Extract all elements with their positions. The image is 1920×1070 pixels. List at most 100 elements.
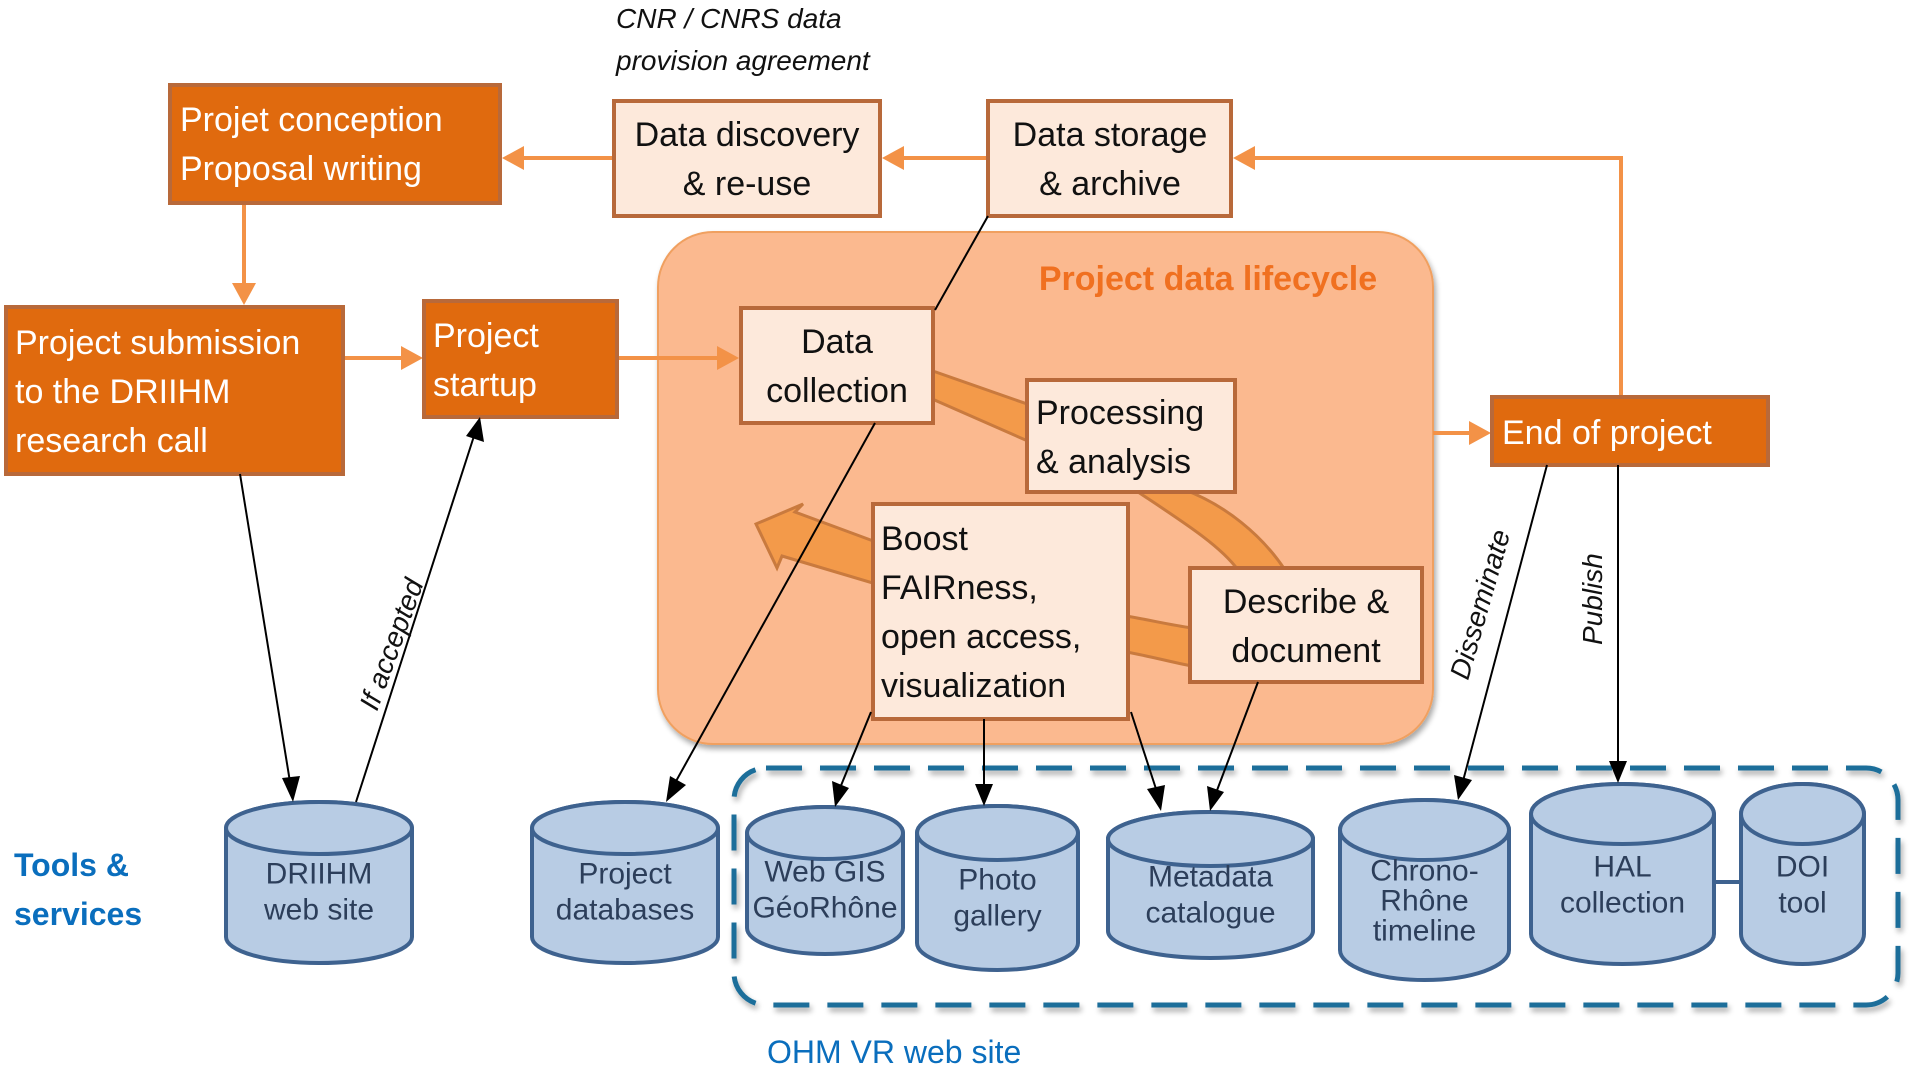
data-provision-agreement-note: CNR / CNRS data provision agreement (615, 3, 871, 76)
box-label-line: research call (15, 422, 208, 460)
link-submission-to-driihm (239, 473, 291, 783)
box-project-conception: Projet conception Proposal writing (168, 83, 502, 205)
arrowhead-icon (401, 346, 423, 370)
cylinder-lid (1106, 810, 1315, 868)
cylinder-lid (530, 800, 720, 856)
note-line-1: CNR / CNRS data (616, 3, 842, 34)
cylinder-lid (224, 800, 414, 856)
flow-end-to-storage (1252, 156, 1623, 397)
note-line-2: provision agreement (615, 45, 871, 76)
ohm-vr-dashed-border (731, 765, 1901, 1008)
tools-services-label: Tools & services (14, 847, 142, 932)
box-shape (422, 299, 619, 419)
box-shape (986, 99, 1233, 218)
arrowhead-icon (882, 146, 904, 170)
arrowhead-icon (717, 346, 739, 370)
box-label-line: Data storage (1013, 116, 1208, 154)
tool-label-line: GéoRhône (752, 892, 897, 925)
arrowhead-icon (1207, 786, 1224, 811)
link-boost-to-metadata (1130, 711, 1158, 793)
step-label-line: Boost (881, 520, 968, 558)
tool-label-line: Project (578, 858, 672, 891)
link-describe-to-metadata (1215, 681, 1259, 794)
step-label-line: Describe & (1223, 583, 1390, 621)
step-label-line: Data (801, 323, 873, 361)
ohm-vr-website-group: OHM VR web site (731, 765, 1901, 1070)
arrowhead-icon (1469, 421, 1491, 445)
box-shape (1188, 566, 1424, 684)
arrowhead-icon (1233, 146, 1255, 170)
step-label-line: & analysis (1036, 443, 1191, 481)
step-processing-analysis: Processing & analysis (1025, 378, 1237, 494)
box-label-line: & re-use (683, 165, 812, 203)
box-shape (1490, 395, 1770, 467)
tool-label-line: Rhône (1380, 885, 1468, 918)
step-describe-document: Describe & document (1188, 566, 1424, 684)
box-label-line: End of project (1502, 414, 1712, 452)
tool-label-line: DRIIHM (266, 858, 373, 891)
tool-label-line: timeline (1373, 915, 1476, 948)
cylinder-lid (745, 805, 905, 861)
lifecycle-title: Project data lifecycle (1039, 260, 1377, 298)
cylinder-lid (1739, 782, 1866, 846)
box-label-line: Project (433, 317, 539, 355)
cylinder-lid (1338, 798, 1511, 862)
step-label-line: open access, (881, 618, 1081, 656)
step-label-line: Processing (1036, 394, 1204, 432)
arrowhead-icon (502, 146, 524, 170)
arrowhead-icon (666, 776, 686, 802)
arrowhead-icon (1147, 785, 1165, 811)
tool-label-line: databases (556, 894, 694, 927)
box-shape (4, 305, 345, 476)
tools-label-line: services (14, 896, 142, 932)
step-label-line: FAIRness, (881, 569, 1038, 607)
tool-label-line: gallery (953, 899, 1041, 932)
tool-label-line: catalogue (1145, 896, 1275, 929)
arrowhead-icon (1609, 761, 1627, 783)
box-shape (1025, 378, 1237, 494)
arrowhead-icon (282, 776, 300, 802)
box-shape (612, 99, 882, 218)
arrowhead-icon (832, 781, 849, 807)
box-shape (168, 83, 502, 205)
step-label-line: document (1231, 632, 1381, 670)
band-boost-outward-head (753, 502, 878, 587)
ohm-vr-label: OHM VR web site (767, 1034, 1021, 1070)
tool-label-line: Web GIS (764, 856, 885, 889)
tool-label-line: HAL (1593, 851, 1651, 884)
box-shape (871, 502, 1130, 721)
box-label-line: & archive (1039, 165, 1181, 203)
arrowhead-icon (466, 417, 484, 442)
cylinder-lid (1529, 782, 1716, 846)
tool-label-line: Chrono- (1370, 855, 1478, 888)
box-data-storage: Data storage & archive (986, 99, 1233, 218)
lifecycle-cycle-arrow (753, 367, 1288, 668)
box-project-startup: Project startup (422, 299, 619, 419)
arrowhead-icon (232, 283, 256, 305)
tool-label-line: collection (1560, 887, 1685, 920)
tool-label-line: Metadata (1148, 860, 1273, 893)
step-label-line: collection (766, 372, 908, 410)
box-end-of-project: End of project (1490, 395, 1770, 467)
tool-label-line: tool (1778, 887, 1826, 920)
tool-label-line: Photo (958, 863, 1036, 896)
cylinder-lid (915, 804, 1080, 862)
link-end-to-chrono (1462, 464, 1548, 782)
box-data-discovery: Data discovery & re-use (612, 99, 882, 218)
edge-label-publish: Publish (1577, 553, 1608, 645)
link-boost-to-webgis (839, 711, 872, 789)
step-data-collection: Data collection (739, 306, 935, 425)
box-label-line: to the DRIIHM (15, 373, 230, 411)
link-collection-to-project-databases (674, 422, 876, 784)
flow-connectors (232, 146, 1623, 445)
arrowhead-icon (1454, 775, 1472, 800)
